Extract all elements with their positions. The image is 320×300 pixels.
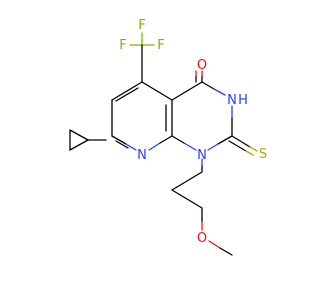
atom-labels: F F F O N H S N N O: [119, 18, 267, 246]
bond-c2-s-double-b: [245, 150, 254, 156]
atom-f-top: F: [138, 18, 145, 33]
bond-c4-n3-a: [201, 81, 215, 90]
bond-c2-s-double-a: [228, 140, 247, 152]
bond-o-me-b: [219, 247, 233, 256]
bond-n8-c8a-b: [159, 135, 173, 144]
bond-n1-c8a-a: [183, 142, 197, 151]
atom-oxygen-ether: O: [197, 231, 207, 246]
bond-cp-a: [69, 129, 89, 141]
molecule-structure: F F F O N H S N N O: [69, 18, 267, 256]
bond-c2-s-a: [231, 135, 251, 148]
atom-nitrogen-n1: N: [197, 148, 207, 163]
atom-f-left: F: [119, 38, 126, 53]
bond-n1-c8a-b: [171, 135, 185, 144]
atom-sulfur: S: [259, 147, 267, 162]
bond-chain-2: [171, 189, 203, 209]
bond-c2-s-b: [249, 146, 258, 152]
bonds: [69, 32, 258, 256]
atom-nitrogen-n8: N: [137, 148, 147, 163]
atom-nitrogen-n3: N: [227, 93, 237, 108]
bond-c2-n1-b: [207, 143, 219, 151]
bond-c4a-c5: [141, 81, 173, 101]
bond-c4-n3-b: [213, 88, 226, 96]
bond-n8-c8a-a: [148, 142, 161, 151]
bond-c7-n8-a: [111, 135, 127, 145]
bond-c5-c6: [111, 81, 143, 101]
bond-cp-b: [69, 139, 89, 151]
bond-c7-n8-double: [115, 140, 129, 149]
bond-o-me-a: [208, 240, 221, 249]
atom-oxygen-carbonyl: O: [197, 58, 207, 73]
atom-hydrogen-n3: H: [238, 93, 248, 108]
bond-c7-n8-b: [125, 143, 137, 151]
bond-c2-n1-a: [217, 135, 233, 145]
bond-chain-1: [171, 171, 203, 191]
bond-c5-c6-double: [115, 87, 139, 102]
atom-f-right: F: [157, 38, 164, 53]
bond-c4a-c4: [171, 81, 203, 101]
